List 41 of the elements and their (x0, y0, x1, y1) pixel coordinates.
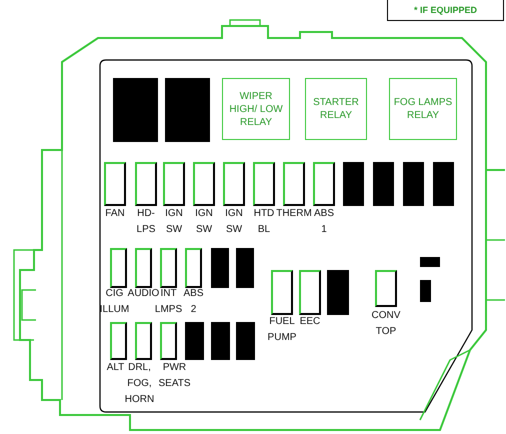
fuse-label: ALT (106, 361, 124, 375)
fuse-label: ABS 2 (184, 287, 204, 317)
fuse-slot (160, 322, 177, 360)
fuse-slot (135, 162, 157, 206)
fuse-slot (135, 248, 152, 288)
fuse-label: IGN SW (195, 207, 213, 237)
fuse-slot (110, 248, 127, 288)
fuse-slot (160, 248, 177, 288)
fuse-label: CONV TOP (372, 309, 400, 339)
fuse-slot (223, 162, 245, 206)
fuse-label: PWR SEATS (158, 361, 191, 391)
fuse-slot (299, 270, 321, 315)
fuse-slot (193, 162, 215, 206)
relay-box (222, 78, 290, 140)
fuse-label: IGN SW (165, 207, 183, 237)
fuse-slot (185, 248, 202, 288)
relay-box (305, 78, 367, 140)
fuse-label: THERM (276, 207, 312, 221)
fuse-slot (375, 270, 397, 307)
fuse-label: HTD BL (254, 207, 274, 237)
relay-label: FOG LAMPS RELAY (392, 96, 454, 122)
fuse-label: FUEL PUMP (268, 315, 296, 345)
fuse-slot (104, 162, 126, 206)
fuse-slot (253, 162, 275, 206)
fuse-label: FAN (105, 207, 125, 221)
fuse-slot (271, 270, 293, 315)
fuse-label: IGN SW (225, 207, 243, 237)
fuse-label: ABS 1 (314, 207, 334, 237)
fuse-slot (110, 322, 127, 360)
relay-label: STARTER RELAY (312, 96, 360, 122)
note: * IF EQUIPPED (387, 0, 504, 21)
fuse-label: AUDIO (128, 287, 160, 301)
relay-box (389, 78, 457, 140)
relay-label: WIPER HIGH/ LOW RELAY (228, 90, 284, 128)
fuse-slot (313, 162, 335, 206)
fuse-label: EEC (300, 315, 320, 329)
fuse-slot (283, 162, 305, 206)
fuse-label: DRL, FOG, HORN (124, 361, 154, 407)
fuse-slot (135, 322, 152, 360)
fuse-label: HD- LPS (136, 207, 156, 237)
fuse-slot (163, 162, 185, 206)
